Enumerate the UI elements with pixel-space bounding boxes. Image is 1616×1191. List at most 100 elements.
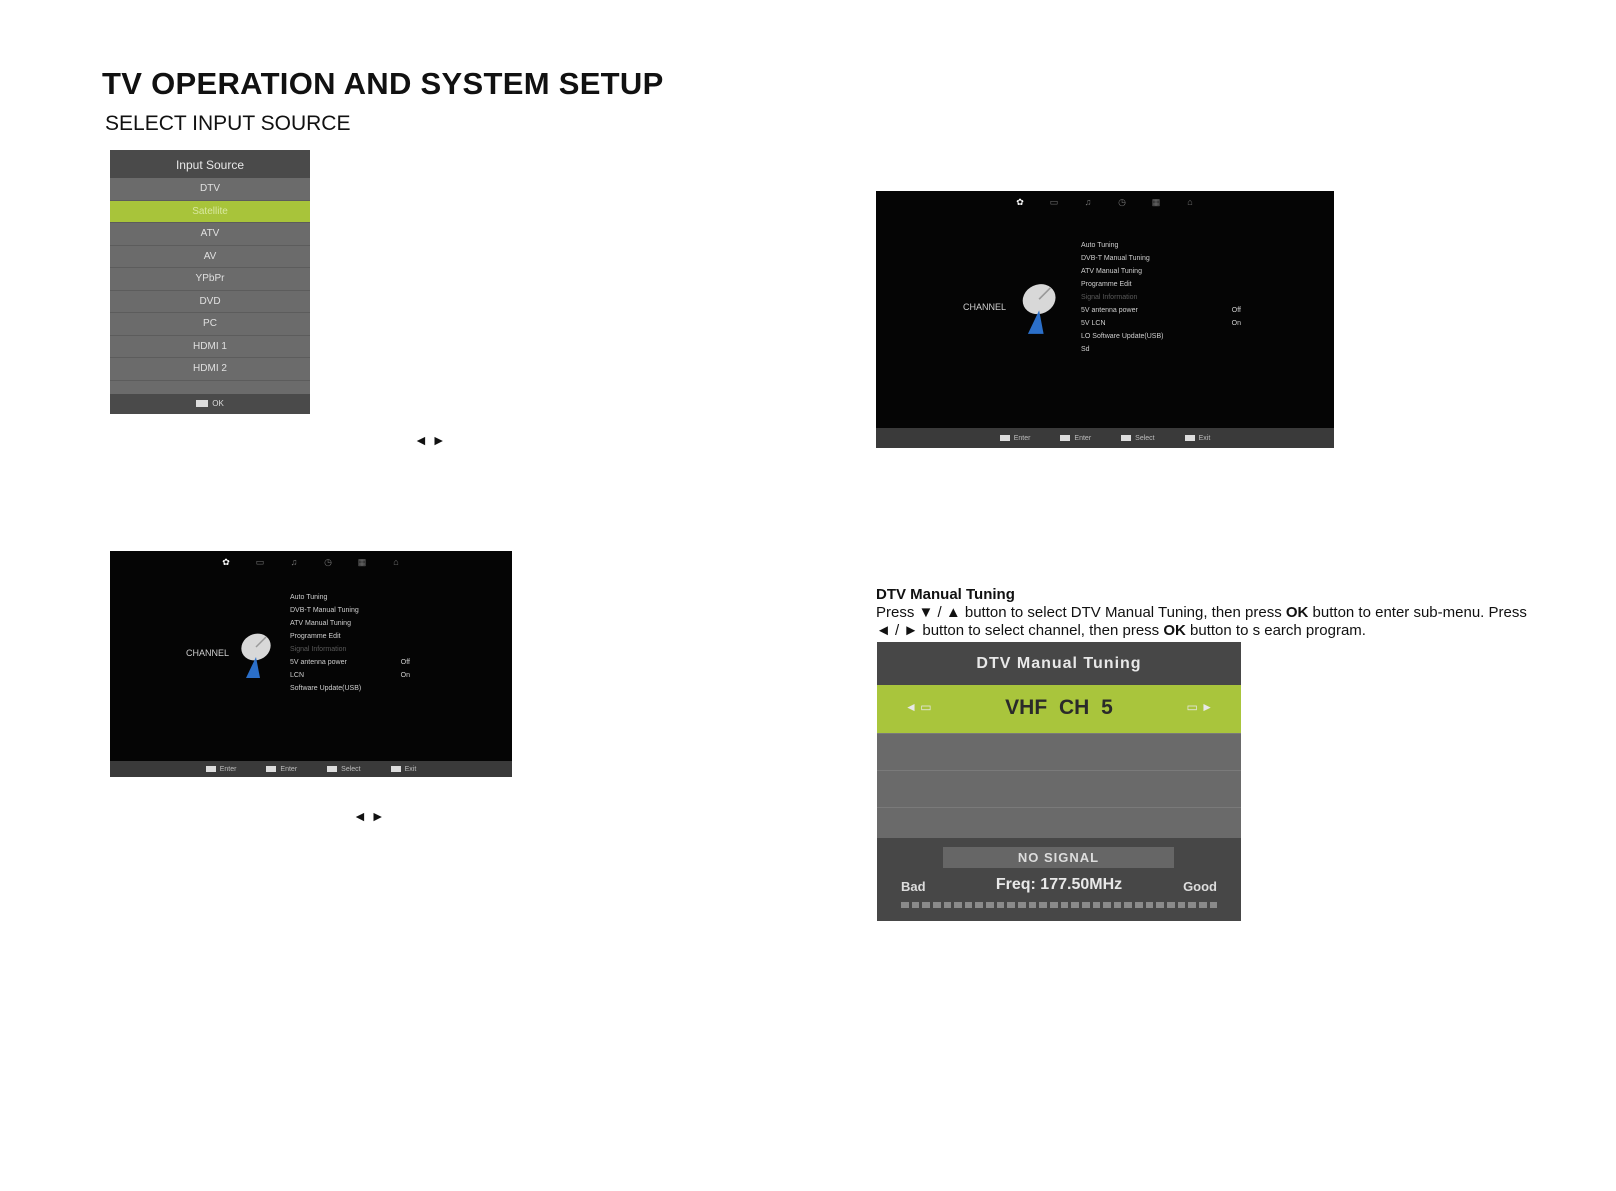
meter-segment [1177,902,1186,908]
hint-enter: Enter [999,434,1030,442]
picture-icon: ▭ [1049,197,1059,207]
input-source-header: Input Source [110,150,310,178]
meter-segment [1209,902,1218,908]
meter-segment [1060,902,1069,908]
sound-icon: ♫ [1084,197,1092,207]
hint-enter: Enter [266,766,297,773]
meter-segment [1049,902,1058,908]
dtv-panel-header: DTV Manual Tuning [877,642,1241,685]
lock-icon: ⌂ [393,557,399,567]
channel-value: VHF CH 5 [1005,696,1113,719]
section-title: SELECT INPUT SOURCE [105,112,351,135]
meter-segment [964,902,973,908]
channel-menu-item[interactable]: Programme Edit [290,633,341,640]
frequency-value: Freq: 177.50MHz [995,876,1123,893]
good-label: Good [1183,879,1217,894]
time-icon: ◷ [324,557,332,567]
input-source-item[interactable]: HDMI 2 [110,358,310,381]
arrow-keys-1: ◄ ► [414,432,446,448]
meter-segment [1092,902,1101,908]
remote-key-icon [205,765,216,772]
arrow-keys-2: ◄ ► [353,808,385,824]
dtv-instruction-line-2: ◄ / ► button to select channel, then pre… [876,622,1366,639]
input-source-item[interactable]: YPbPr [110,268,310,291]
meter-segment [1028,902,1037,908]
menu-item-value: Off [1231,307,1241,314]
meter-segment [911,902,920,908]
signal-status: NO SIGNAL [943,847,1174,868]
channel-menu-item[interactable]: Programme Edit [1081,281,1132,288]
satellite-dish-icon [241,633,271,678]
channel-menu-item[interactable]: Auto Tuning [290,594,328,601]
meter-segment [1103,902,1111,908]
meter-segment [943,902,952,908]
ok-key-icon [196,400,209,408]
remote-key-icon [1184,434,1195,441]
dtv-heading: DTV Manual Tuning [876,586,1015,603]
channel-menu-item[interactable]: Signal Information [290,646,347,653]
channel-menu-item[interactable]: Signal Information [1081,294,1138,301]
time-icon: ◷ [1118,197,1126,207]
channel-menu-item[interactable]: LO Software Update(USB) [1081,333,1164,340]
meter-segment [975,902,984,908]
meter-segment [1081,902,1090,908]
remote-key-icon [390,765,401,772]
remote-key-icon [266,765,277,772]
meter-segment [932,902,941,908]
meter-segment [1188,902,1196,908]
meter-segment [901,902,909,908]
empty-row [877,733,1241,770]
hint-select: Select [1121,434,1155,442]
channel-menu-item[interactable]: Auto Tuning [1081,242,1119,249]
channel-menu-item[interactable]: Software Update(USB) [290,685,362,692]
menu-item-value: On [1231,320,1241,327]
input-source-item[interactable]: Satellite [110,200,310,223]
meter-segment [1113,902,1122,908]
input-source-footer: OK [110,394,310,414]
option-icon: ▦ [1151,197,1161,207]
input-source-item[interactable]: DVD [110,291,310,313]
remote-key-icon [1121,434,1132,441]
input-source-item[interactable]: HDMI 1 [110,336,310,358]
meter-segment [1198,902,1207,908]
dtv-manual-tuning-panel: DTV Manual Tuning ◄ ▭ VHF CH 5 ▭ ► NO SI… [877,642,1241,921]
hint-exit: Exit [390,765,416,773]
channel-menu-item[interactable]: ATV Manual Tuning [1081,268,1142,275]
lock-icon: ⌂ [1187,197,1193,207]
input-source-item[interactable]: DTV [110,178,310,201]
hint-select: Select [327,765,361,773]
meter-segment [996,902,1005,908]
sound-icon: ♫ [290,557,298,567]
channel-menu-item[interactable]: ATV Manual Tuning [290,620,351,627]
channel-menu-item[interactable]: DVB-T Manual Tuning [1081,255,1150,262]
menu-item-value: Off [400,659,410,666]
channel-menu-item[interactable]: Sd [1081,346,1090,353]
bad-label: Bad [901,879,926,894]
channel-menu-item[interactable]: DVB-T Manual Tuning [290,607,359,614]
input-source-item[interactable]: AV [110,246,310,268]
settings-icon: ✿ [1016,197,1024,207]
arrow-left-icon[interactable]: ◄ ▭ [905,700,932,714]
remote-key-icon [999,434,1010,441]
menu-item-value: On [400,672,410,679]
meter-segment [922,902,930,908]
hint-enter: Enter [1060,435,1091,442]
option-icon: ▦ [357,557,367,567]
arrow-right-icon[interactable]: ▭ ► [1186,700,1213,714]
input-source-item[interactable]: PC [110,313,310,336]
page-title: TV OPERATION AND SYSTEM SETUP [102,66,664,101]
channel-selector[interactable]: ◄ ▭ VHF CH 5 ▭ ► [877,685,1241,733]
empty-row [877,770,1241,807]
remote-key-icon [1060,434,1071,441]
satellite-dish-icon [1022,284,1056,334]
remote-key-icon [327,765,338,772]
meter-segment [1145,902,1154,908]
input-source-item[interactable]: ATV [110,223,310,246]
